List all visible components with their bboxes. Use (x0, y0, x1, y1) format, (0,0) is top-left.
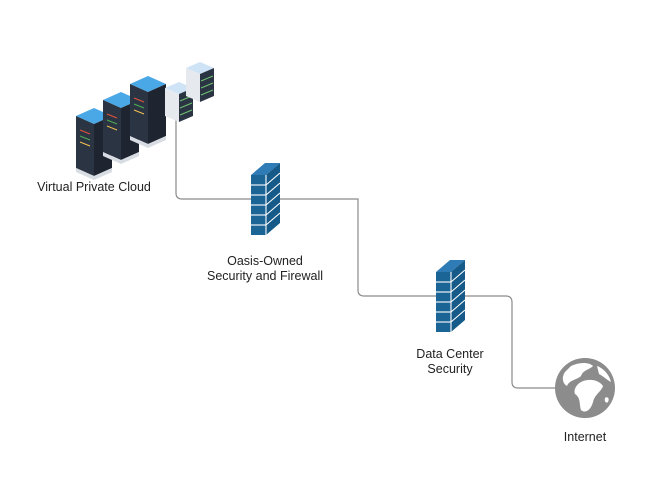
dc-label-line-1: Data Center (416, 347, 484, 361)
connector-vpc-to-oasis (175, 120, 560, 389)
oasis-label-line-1: Oasis-Owned (227, 254, 303, 268)
vpc-label: Virtual Private Cloud (37, 180, 151, 194)
dc-security-label: Data Center Security (390, 347, 510, 377)
globe-icon (555, 358, 615, 418)
dc-label-line-2: Security (427, 362, 473, 376)
oasis-firewall-label: Oasis-Owned Security and Firewall (190, 254, 340, 284)
oasis-firewall-icon (251, 163, 281, 235)
server-stack-icon (165, 62, 214, 122)
oasis-label-line-2: Security and Firewall (206, 269, 323, 283)
server-rack-icon (76, 76, 166, 180)
internet-label: Internet (563, 430, 607, 444)
dc-firewall-icon (436, 260, 466, 332)
